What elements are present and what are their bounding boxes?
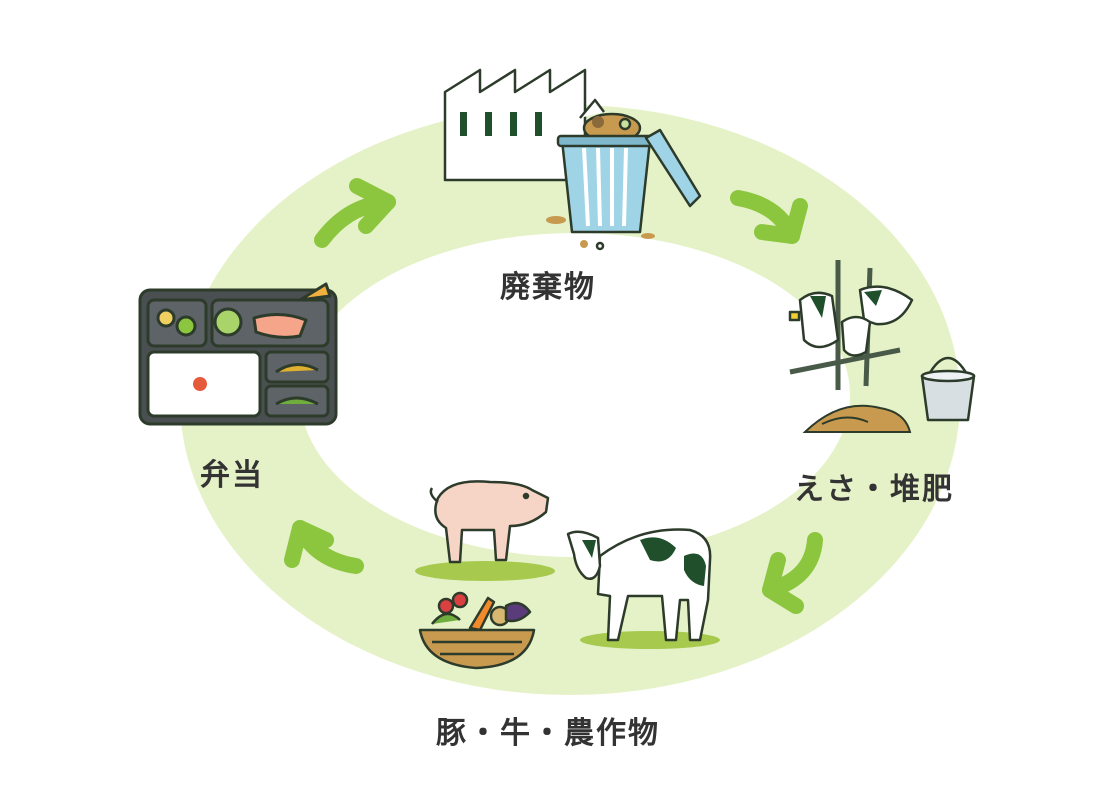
cycle-arrow-icon <box>284 520 364 574</box>
label-pig-cow-crops: 豚・牛・農作物 <box>436 716 660 751</box>
label-waste: 廃棄物 <box>500 270 596 305</box>
cycle-arrow-icon <box>314 178 396 248</box>
cow-feeding-icon <box>788 260 914 390</box>
pig-icon <box>415 480 555 581</box>
label-feed-compost: えさ・堆肥 <box>794 472 954 507</box>
trash-can-icon <box>546 98 702 251</box>
cow-icon <box>566 528 720 649</box>
cycle-ring <box>180 105 960 695</box>
feed-pile-icon <box>802 404 912 433</box>
cycle-arrow-icon <box>762 532 823 614</box>
bento-box-icon <box>138 282 338 426</box>
bucket-icon <box>920 356 976 422</box>
factory-icon <box>443 68 587 182</box>
label-bento: 弁当 <box>200 458 264 493</box>
cycle-arrow-icon <box>730 190 808 244</box>
vegetable-basket-icon <box>418 591 536 670</box>
